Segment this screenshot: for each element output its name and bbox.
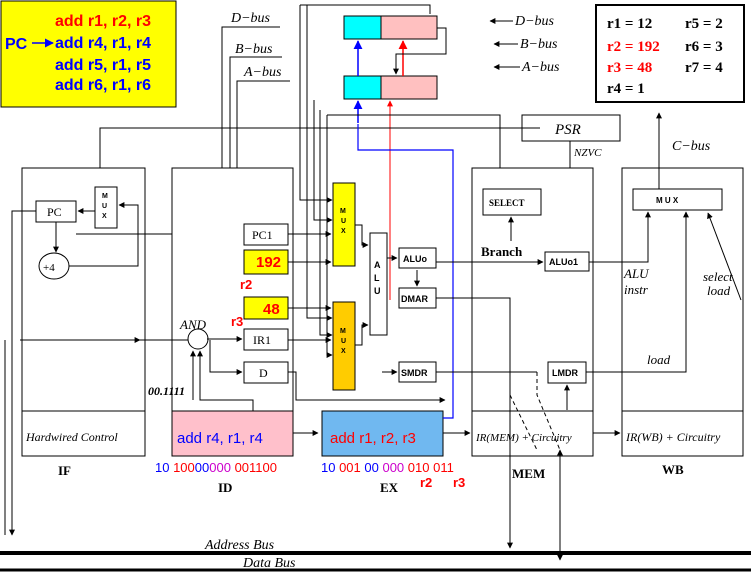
- id-encoding-segment: 100: [173, 460, 195, 475]
- program-line-4: add r6, r1, r6: [55, 77, 151, 94]
- lmdr-label: LMDR: [552, 368, 578, 378]
- program-line-3: add r5, r1, r5: [55, 57, 151, 74]
- svg-text:X: X: [102, 213, 107, 220]
- plus4-adder-label: +4: [43, 262, 55, 274]
- svg-text:X: X: [341, 228, 346, 235]
- ex-mux-top-label: M: [340, 208, 346, 215]
- aluo-label: ALUo: [403, 254, 427, 264]
- psr: PSR NZVC: [97, 114, 621, 206]
- data-bus-label: Data Bus: [242, 556, 296, 571]
- system-buses: Address Bus Data Bus: [0, 538, 751, 572]
- b-value: 192: [256, 254, 281, 271]
- ex-encoding-segment: 001: [339, 460, 361, 475]
- ex-r2-label: r2: [420, 475, 432, 490]
- ir-wb-label: IR(WB) + Circuitry: [625, 430, 721, 444]
- ex-encoding-segment: 10: [321, 460, 339, 475]
- svg-text:U: U: [102, 203, 107, 210]
- select-load-label-1: select: [703, 269, 733, 284]
- c-bus-label: C−bus: [672, 139, 711, 154]
- b-bus-label: B−bus: [235, 42, 273, 57]
- ex-mux-bottom-label: M: [340, 328, 346, 335]
- select-label: SELECT: [489, 198, 525, 208]
- address-bus-label: Address Bus: [204, 538, 275, 553]
- ex-stage: M U X M U X A L U ALUo DMAR SMDR add r1,…: [288, 124, 471, 495]
- ex-encoding-segment: 000: [382, 460, 404, 475]
- ex-stage-name: EX: [380, 480, 399, 495]
- pc-register-label: PC: [47, 205, 62, 219]
- ex-encoding-segment: 011: [429, 460, 453, 475]
- right-b-bus-label: B−bus: [520, 37, 558, 52]
- register-r4: r4 = 1: [607, 81, 645, 97]
- program-box: add r1, r2, r3 add r4, r1, r4 add r5, r1…: [0, 0, 177, 108]
- hardwired-control-label: Hardwired Control: [25, 430, 118, 444]
- right-bus-labels: D−bus B−bus A−bus: [489, 14, 560, 75]
- ex-encoding-segment: 00: [361, 460, 383, 475]
- program-line-2: add r4, r1, r4: [55, 35, 151, 52]
- register-values-box: r1 = 12 r2 = 192 r3 = 48 r4 = 1 r5 = 2 r…: [595, 4, 745, 103]
- smdr-label: SMDR: [401, 368, 428, 378]
- alu-instr-label-1: ALU: [623, 266, 650, 281]
- and-gate-label: AND: [179, 317, 207, 332]
- ex-r3-label: r3: [453, 475, 465, 490]
- svg-text:U: U: [341, 338, 346, 345]
- load-label: load: [647, 352, 671, 367]
- svg-text:U: U: [374, 286, 381, 296]
- wb-mux-label: M U X: [656, 196, 679, 205]
- id-encoding-segment: 00: [195, 460, 209, 475]
- a-bus-label: A−bus: [243, 65, 282, 80]
- id-encoding-segment: 001100: [231, 460, 277, 475]
- id-stage-name: ID: [218, 480, 232, 495]
- pc-pointer-label: PC: [5, 36, 28, 53]
- alu-label: A: [374, 260, 381, 270]
- register-r7: r7 = 4: [685, 60, 723, 76]
- a-value: 48: [263, 301, 280, 318]
- d-register-label: D: [259, 366, 268, 380]
- if-stage: Hardwired Control IF PC M U X +4: [4, 167, 243, 536]
- ex-encoding-segment: 010: [404, 460, 429, 475]
- ex-instruction: add r1, r2, r3: [330, 430, 416, 447]
- svg-text:L: L: [374, 273, 380, 283]
- register-r3: r3 = 48: [607, 60, 652, 76]
- register-file-cells: [343, 15, 447, 300]
- id-r3-label: r3: [231, 314, 243, 329]
- mem-stage-name: MEM: [512, 466, 545, 481]
- right-a-bus-label: A−bus: [521, 60, 560, 75]
- id-stage: add r4, r1, r4 ID 10 10000000 001100 PC1…: [140, 167, 319, 495]
- select-load-label-2: load: [707, 283, 731, 298]
- psr-flags: NZVC: [573, 147, 602, 159]
- if-mux-label: M: [102, 193, 108, 200]
- register-r6: r6 = 3: [685, 39, 723, 55]
- branch-label: Branch: [481, 244, 523, 259]
- d-bus-label: D−bus: [230, 11, 271, 26]
- id-encoding: 10 10000000 001100: [155, 460, 277, 475]
- ex-encoding: 10 001 00 000 010 011: [321, 460, 454, 475]
- right-d-bus-label: D−bus: [514, 14, 555, 29]
- svg-text:U: U: [341, 218, 346, 225]
- alu-instr-label-2: instr: [624, 282, 649, 297]
- register-r5: r5 = 2: [685, 16, 723, 32]
- wb-stage-name: WB: [662, 462, 684, 477]
- if-stage-name: IF: [58, 463, 71, 478]
- id-r2-label: r2: [240, 277, 252, 292]
- left-bus-lines: D−bus B−bus A−bus: [221, 4, 501, 369]
- wb-stage: IR(WB) + Circuitry WB M U X C−bus ALU in…: [586, 112, 744, 477]
- svg-text:X: X: [341, 348, 346, 355]
- dmar-label: DMAR: [401, 294, 428, 304]
- ir1-label: IR1: [253, 333, 271, 347]
- id-encoding-segment: 10: [155, 460, 173, 475]
- pc1-label: PC1: [252, 228, 273, 242]
- psr-label: PSR: [554, 122, 581, 138]
- program-line-1: add r1, r2, r3: [55, 13, 151, 30]
- aluo1-label: ALUo1: [549, 257, 578, 267]
- mask-label: 00.1111: [148, 384, 185, 398]
- register-r2: r2 = 192: [607, 39, 660, 55]
- id-instruction: add r4, r1, r4: [177, 430, 263, 447]
- register-r1: r1 = 12: [607, 16, 652, 32]
- ir-mem-label: IR(MEM) + Circuitry: [475, 432, 572, 444]
- mem-stage: IR(MEM) + Circuitry MEM SELECT Branch AL…: [436, 167, 621, 561]
- id-encoding-segment: 000: [209, 460, 231, 475]
